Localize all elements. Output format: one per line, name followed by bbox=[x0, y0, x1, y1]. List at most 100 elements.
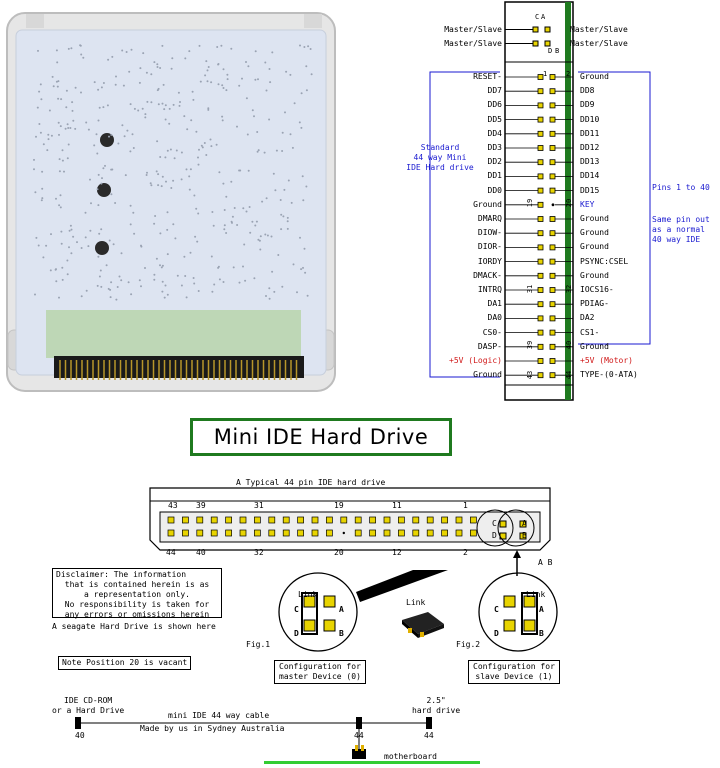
link-jumper-label: Link bbox=[406, 598, 426, 607]
photo-dot bbox=[172, 223, 175, 226]
photo-dot bbox=[161, 280, 164, 283]
pin-pad bbox=[549, 159, 556, 166]
photo-dot bbox=[277, 254, 280, 256]
header-pin bbox=[532, 26, 539, 33]
photo-dot bbox=[178, 104, 181, 107]
photo-dot bbox=[37, 49, 39, 52]
connector-bottom-number: 12 bbox=[392, 548, 402, 557]
photo-dot bbox=[145, 71, 148, 74]
photo-dot bbox=[170, 187, 173, 189]
photo-dot bbox=[80, 53, 83, 56]
fig2-letter-c: C bbox=[494, 605, 499, 614]
photo-dot bbox=[257, 78, 259, 81]
photo-dot bbox=[41, 197, 44, 200]
pin-pad bbox=[549, 329, 556, 336]
photo-dot bbox=[222, 68, 225, 71]
photo-dot bbox=[45, 244, 48, 247]
photo-dot bbox=[70, 252, 73, 255]
photo-dot bbox=[57, 121, 60, 124]
photo-dot bbox=[39, 83, 42, 86]
connector-pin bbox=[182, 516, 189, 524]
photo-dot bbox=[102, 82, 105, 84]
photo-dot bbox=[114, 202, 117, 204]
photo-dot bbox=[161, 264, 164, 267]
photo-dot bbox=[130, 48, 133, 51]
photo-dot bbox=[84, 211, 87, 214]
photo-dot bbox=[71, 109, 74, 112]
pin-left-label: IORDY bbox=[477, 256, 502, 266]
photo-dot bbox=[54, 268, 57, 271]
connector-pin bbox=[426, 516, 434, 524]
pin-pad bbox=[549, 216, 556, 222]
pin-right-label: DA2 bbox=[580, 313, 595, 323]
photo-dot bbox=[47, 133, 50, 136]
photo-dot bbox=[203, 142, 206, 144]
photo-dot bbox=[61, 149, 64, 152]
photo-dot bbox=[206, 69, 209, 72]
photo-dot bbox=[164, 284, 167, 287]
pin-right-label: IOCS16- bbox=[580, 285, 614, 294]
photo-dot bbox=[41, 170, 44, 173]
photo-dot bbox=[180, 284, 183, 287]
photo-dot bbox=[196, 240, 199, 243]
connector-pin bbox=[398, 529, 405, 537]
photo-dot bbox=[251, 109, 254, 112]
photo-dot bbox=[299, 236, 301, 239]
photo-dot bbox=[210, 81, 213, 84]
photo-dot bbox=[223, 224, 226, 227]
photo-dot bbox=[61, 278, 64, 281]
fig1-letter-c: C bbox=[294, 605, 299, 614]
photo-dot bbox=[146, 100, 149, 103]
photo-dot bbox=[221, 115, 224, 118]
photo-dot bbox=[305, 65, 308, 68]
connector-pin bbox=[354, 516, 362, 524]
photo-dot bbox=[157, 173, 160, 176]
photo-dot bbox=[280, 228, 283, 231]
photo-dot bbox=[61, 266, 64, 269]
pin-number-19: 19 bbox=[526, 198, 535, 208]
photo-dot bbox=[168, 122, 171, 125]
jumper-letter-d: D bbox=[492, 531, 497, 540]
pin-pad bbox=[549, 130, 556, 137]
pin-right-label: PDIAG- bbox=[580, 299, 609, 309]
photo-dot bbox=[192, 277, 195, 279]
photo-dot bbox=[40, 98, 43, 101]
photo-dot bbox=[207, 107, 210, 110]
photo-dot bbox=[303, 247, 306, 250]
connector-pin bbox=[268, 529, 276, 537]
fig2-label: Fig.2 bbox=[456, 640, 481, 649]
photo-dot bbox=[253, 277, 256, 280]
photo-dot bbox=[290, 201, 293, 204]
photo-dot bbox=[284, 111, 286, 114]
pin-pad bbox=[537, 173, 544, 180]
connector-pin bbox=[369, 529, 376, 537]
photo-dot bbox=[172, 103, 175, 106]
photo-dot bbox=[307, 45, 310, 48]
photo-dot bbox=[65, 89, 68, 92]
pin-pad bbox=[537, 272, 544, 279]
photo-dot bbox=[226, 73, 229, 76]
connector-top-number: 43 bbox=[168, 501, 178, 510]
connector-pin bbox=[470, 516, 477, 524]
header-left-label: Master/Slave bbox=[444, 25, 502, 34]
photo-dot bbox=[57, 97, 60, 100]
photo-dot bbox=[189, 168, 192, 171]
photo-dot bbox=[102, 106, 105, 109]
fig2-letter-a: A bbox=[539, 605, 544, 614]
pin-pad bbox=[549, 173, 556, 180]
fig2-arrow bbox=[513, 550, 521, 576]
photo-dot bbox=[42, 256, 45, 259]
photo-dot bbox=[131, 133, 134, 136]
photo-dot bbox=[127, 281, 130, 284]
pin-pad bbox=[537, 102, 544, 109]
photo-dot bbox=[58, 170, 61, 173]
photo-dot bbox=[33, 158, 35, 161]
connector-pin bbox=[196, 529, 204, 537]
photo-dot bbox=[207, 108, 210, 111]
photo-dot bbox=[286, 216, 289, 219]
pin-pad bbox=[537, 88, 544, 95]
photo-dot bbox=[93, 144, 96, 147]
photo-dot bbox=[40, 199, 43, 202]
photo-dot bbox=[112, 243, 115, 246]
cable-center-label: mini IDE 44 way cable bbox=[168, 711, 270, 720]
